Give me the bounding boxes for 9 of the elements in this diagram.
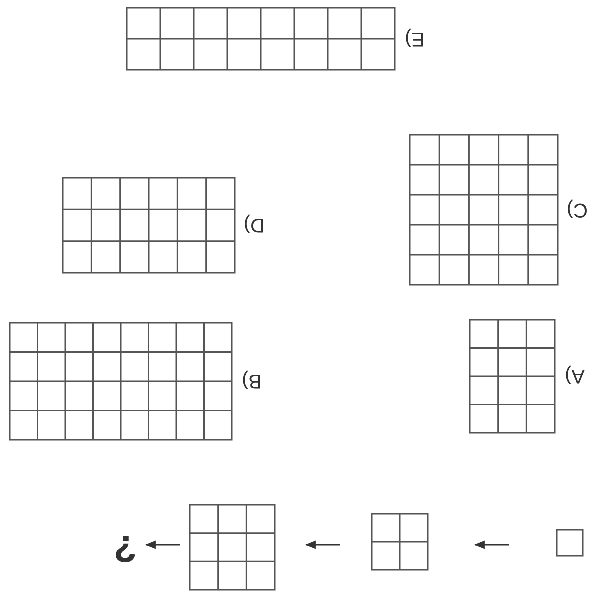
arrow — [474, 540, 510, 550]
arrow — [305, 540, 340, 550]
option-label: C) — [566, 198, 588, 222]
option-label: B) — [242, 370, 262, 394]
option-label: E) — [405, 27, 425, 51]
option-label: D) — [244, 214, 265, 238]
option-label: A) — [565, 364, 585, 388]
arrow — [145, 540, 180, 550]
question-mark: ? — [114, 528, 137, 568]
